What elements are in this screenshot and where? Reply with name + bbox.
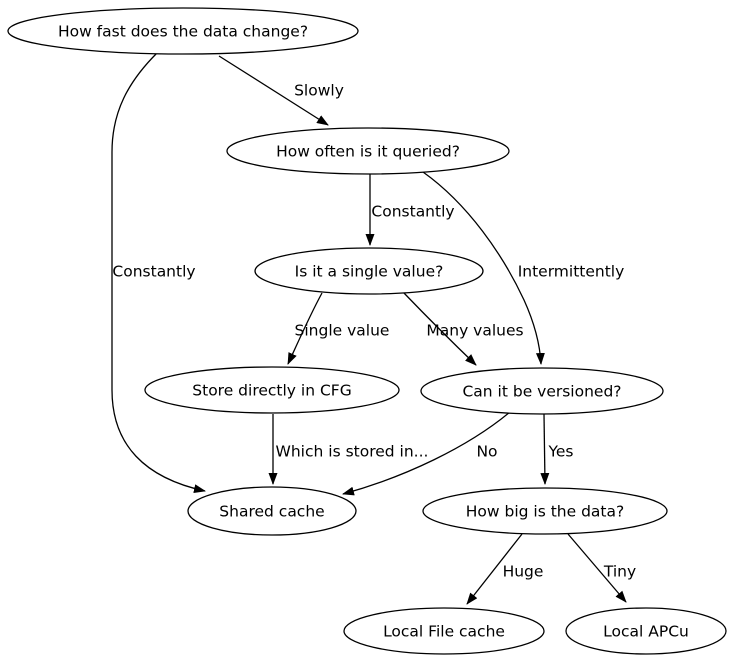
node-label-local-file: Local File cache xyxy=(383,622,505,640)
nodes-layer: How fast does the data change? How often … xyxy=(7,7,727,655)
edge-label-huge: Huge xyxy=(503,562,544,580)
node-q-queried xyxy=(226,127,510,175)
node-q-single xyxy=(254,247,484,295)
node-label-store-cfg: Store directly in CFG xyxy=(192,381,351,399)
node-label-q-size: How big is the data? xyxy=(466,502,624,520)
node-shared-cache xyxy=(187,486,357,536)
edges-layer: SlowlyConstantlyConstantlyIntermittently… xyxy=(111,52,636,605)
edge-label-constantly-mid: Constantly xyxy=(371,202,454,220)
edge-label-no: No xyxy=(476,442,497,460)
node-label-q-versioned: Can it be versioned? xyxy=(462,382,621,400)
edge-label-intermittently: Intermittently xyxy=(518,262,625,280)
edge-label-constantly-left: Constantly xyxy=(112,262,195,280)
edge-label-tiny: Tiny xyxy=(603,562,636,580)
node-label-shared-cache: Shared cache xyxy=(219,502,324,520)
node-q-size xyxy=(422,487,668,535)
node-local-apcu xyxy=(565,607,727,655)
node-label-q-single: Is it a single value? xyxy=(295,262,444,280)
edge-single-value xyxy=(287,292,323,365)
node-store-cfg xyxy=(144,366,400,414)
edge-label-yes: Yes xyxy=(547,442,573,460)
edge-huge xyxy=(466,533,523,605)
edge-constantly-left xyxy=(111,52,206,494)
edge-many-values xyxy=(402,291,477,366)
edge-label-single-value: Single value xyxy=(295,321,390,339)
node-local-file xyxy=(343,607,545,655)
edge-intermittently xyxy=(422,171,545,365)
edge-yes xyxy=(540,413,550,485)
node-label-q-change: How fast does the data change? xyxy=(58,22,308,40)
edge-label-many-values: Many values xyxy=(426,321,523,339)
node-label-q-queried: How often is it queried? xyxy=(276,142,460,160)
edge-no xyxy=(342,411,511,496)
node-q-change xyxy=(7,7,359,55)
edge-label-slowly: Slowly xyxy=(294,81,344,99)
edge-label-which-stored: Which is stored in... xyxy=(276,442,429,460)
edge-slowly xyxy=(218,55,329,126)
edge-tiny xyxy=(567,533,627,603)
node-q-versioned xyxy=(420,367,664,415)
node-label-local-apcu: Local APCu xyxy=(603,622,689,640)
